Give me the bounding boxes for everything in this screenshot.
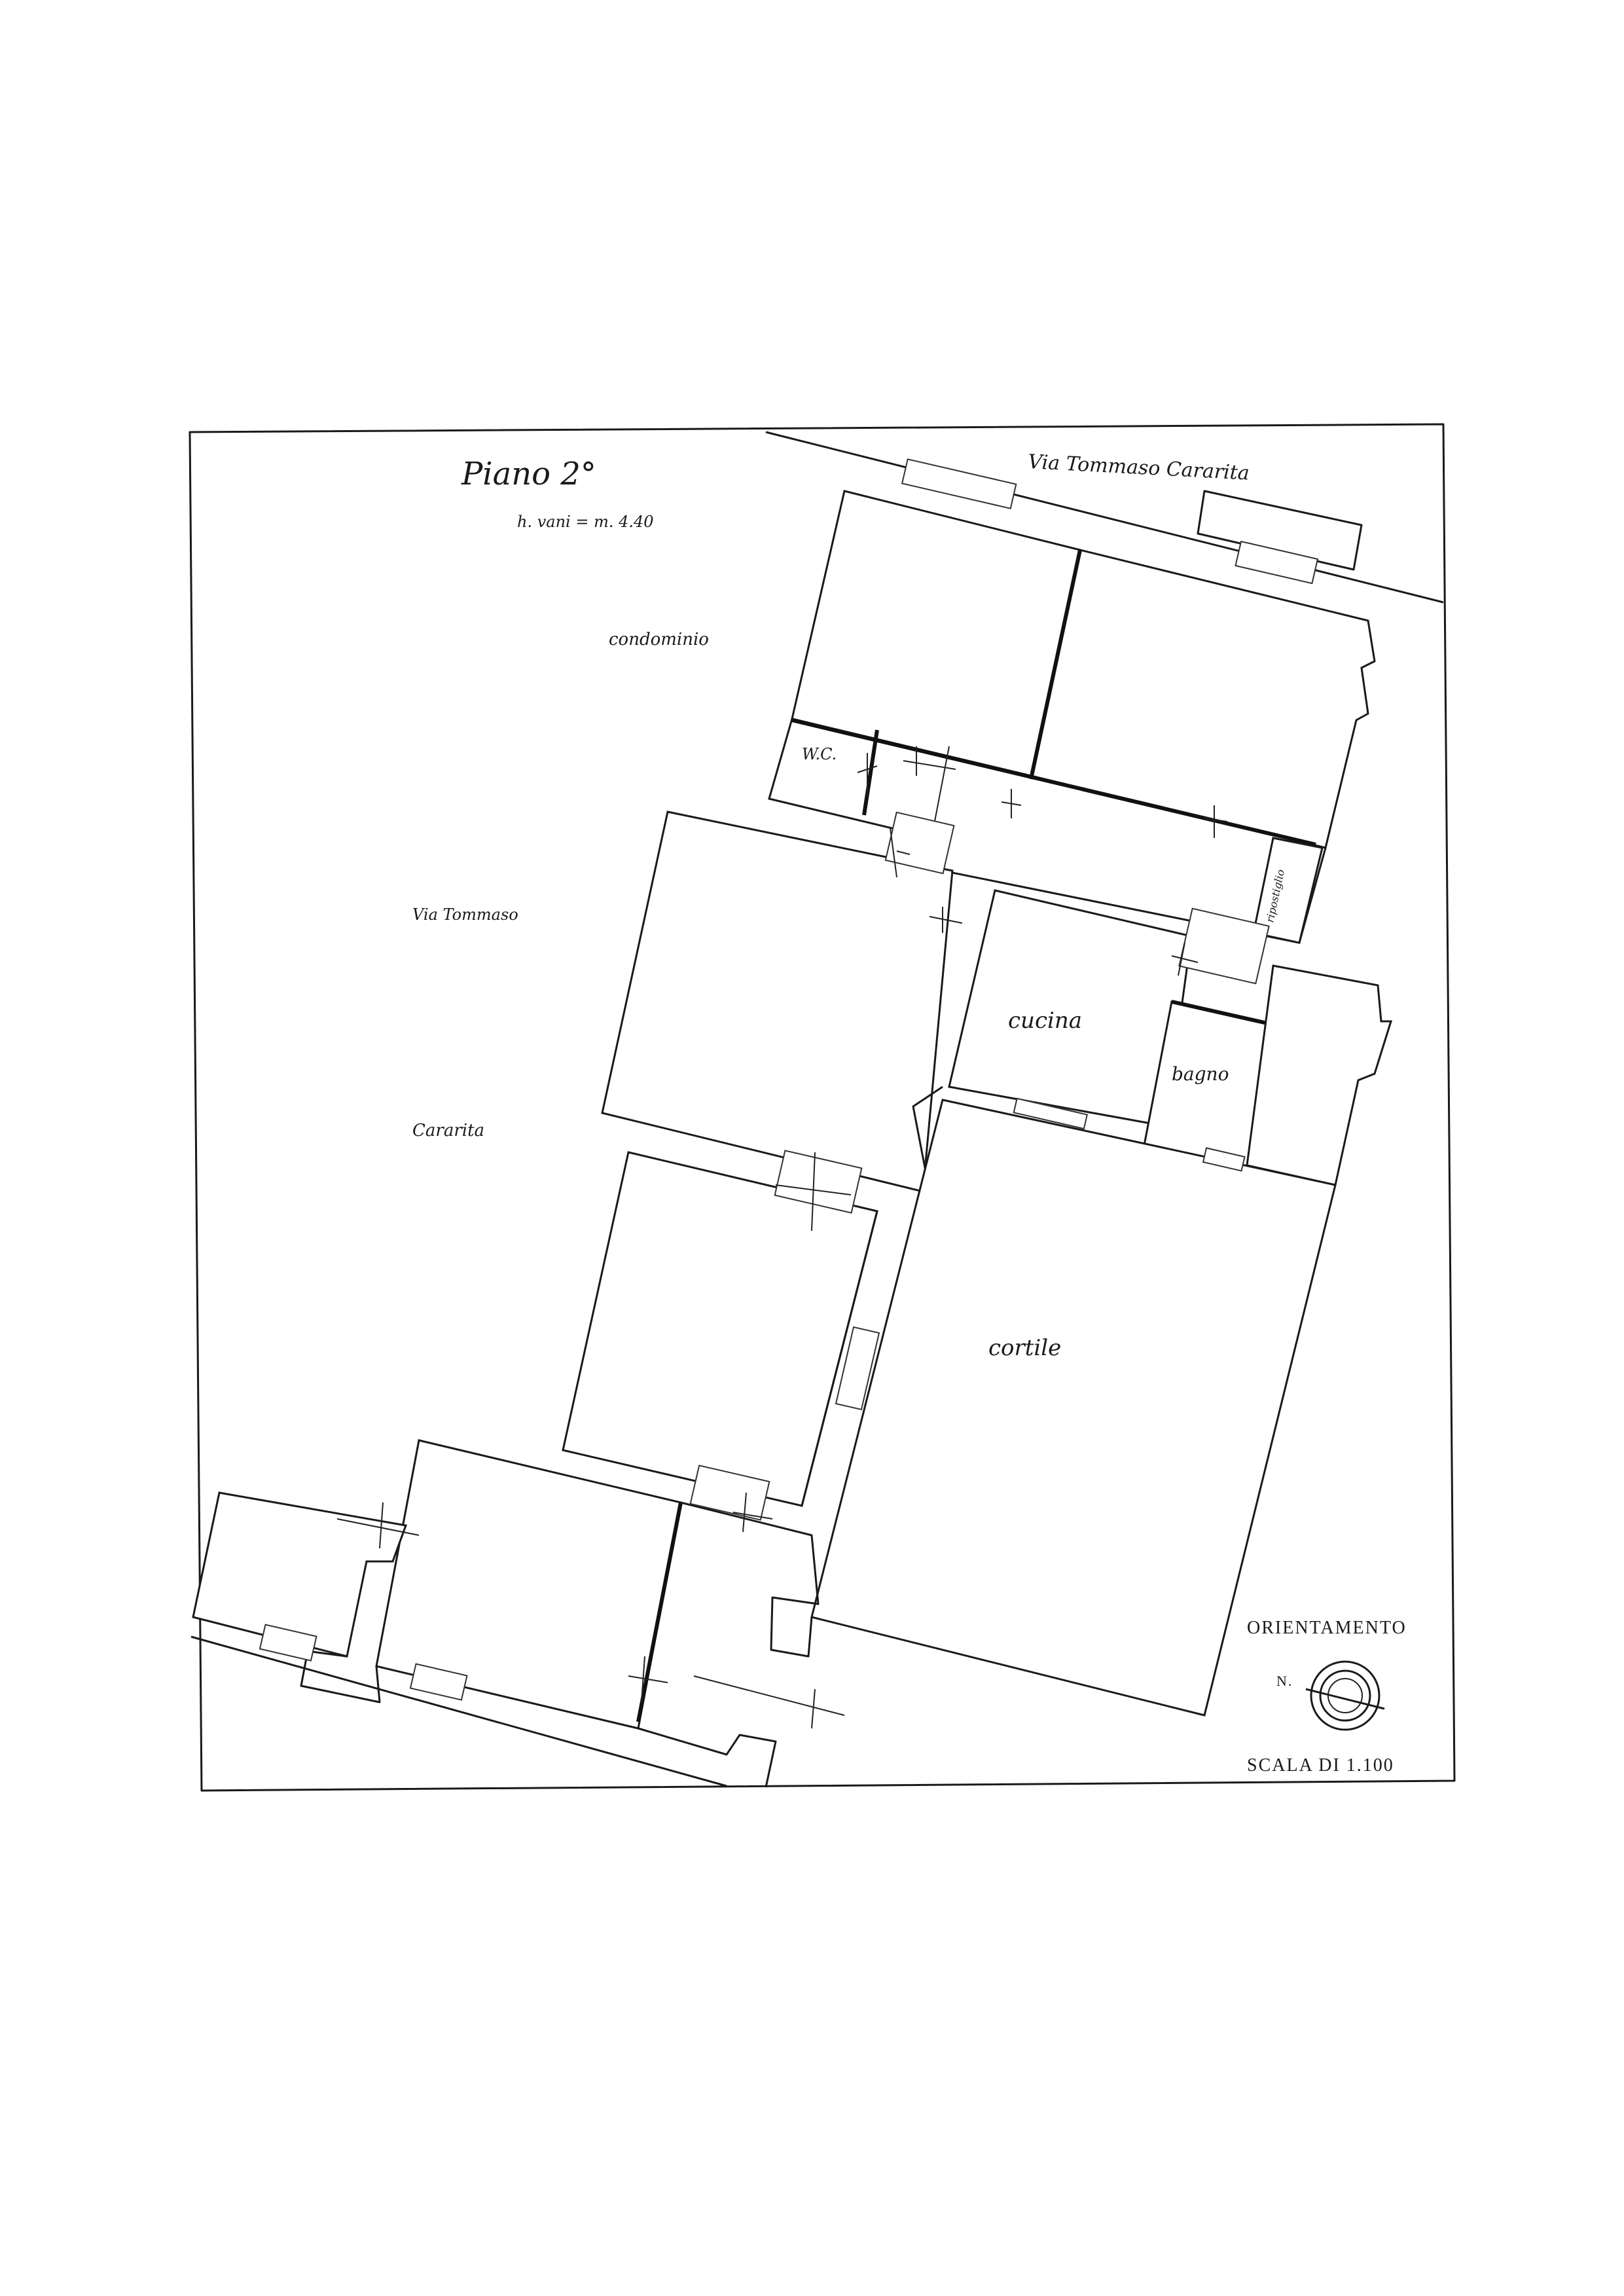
plan-title: Piano 2° [461,456,596,492]
door-bottom-center [689,1465,770,1521]
wall-heavy-3 [862,729,879,816]
window-bottom-2 [409,1663,468,1701]
legend-orientation: ORIENTAMENTO [1247,1618,1407,1638]
room-right [1246,964,1393,1186]
label-street-left-2: Cararita [412,1121,484,1140]
window-bottom-1 [259,1624,317,1662]
street-bay [1197,490,1363,571]
window-top-left [901,458,1017,509]
label-condominio: condominio [609,630,709,649]
wall-heavy-2 [1029,549,1082,780]
room-bottom-left [192,1491,408,1658]
label-wc: W.C. [802,745,837,763]
drawing-frame [189,423,1456,1792]
window-cortile-1 [1013,1097,1089,1130]
wall-wc [932,746,950,832]
window-cortile-2 [1202,1147,1246,1172]
label-street-top: Via Tommaso Cararita [1028,450,1250,485]
bottom-passage [300,1650,381,1704]
ripostiglio-room [1252,837,1324,944]
street-line-top [765,431,1444,604]
room-bottom-right [638,1501,820,1788]
window-top-right [1235,540,1319,585]
door-ticks [336,746,1228,1729]
street-line-bottom [190,1635,727,1787]
compass-icon [1305,1660,1385,1731]
window-corridor [835,1326,880,1411]
legend-north: N. [1276,1673,1293,1689]
label-cucina: cucina [1008,1008,1082,1034]
room-middle-left [601,811,954,1193]
wall-heavy-1 [791,718,1316,847]
wall-heavy-bottom [636,1502,683,1722]
plan-subtitle: h. vani = m. 4.40 [517,513,654,531]
door-cucina-top [1178,907,1270,985]
legend-scale: SCALA DI 1.100 [1247,1755,1394,1776]
label-street-left-1: Via Tommaso [412,905,518,924]
label-cortile: cortile [988,1335,1061,1361]
label-bagno: bagno [1172,1063,1229,1085]
